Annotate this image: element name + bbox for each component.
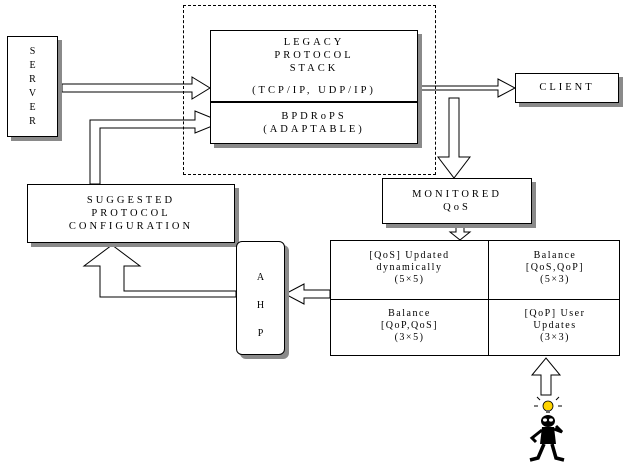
legacy-protocol-stack-box: LEGACY PROTOCOL STACK (TCP/IP, UDP/IP) bbox=[210, 30, 418, 102]
arrow-monitored-to-matrix bbox=[450, 227, 470, 240]
arrow-user-to-matrix bbox=[532, 358, 560, 395]
bpdrops-label: BPDRoPS (ADAPTABLE) bbox=[211, 110, 417, 136]
server-label: S E R V E R bbox=[8, 45, 57, 129]
suggested-configuration-label: SUGGESTED PROTOCOL CONFIGURATION bbox=[28, 194, 234, 233]
arrow-stack-to-monitored bbox=[438, 98, 470, 178]
ahp-box: A H P bbox=[236, 241, 285, 355]
monitored-qos-label: MONITORED QoS bbox=[383, 188, 531, 214]
arrow-matrix-to-ahp bbox=[285, 284, 330, 304]
suggested-configuration-box: SUGGESTED PROTOCOL CONFIGURATION bbox=[27, 184, 235, 243]
client-box: CLIENT bbox=[515, 73, 619, 103]
matrix-cell-qos-updated: [QoS] Updated dynamically (5×5) bbox=[331, 250, 488, 286]
client-label: CLIENT bbox=[516, 81, 618, 94]
qos-qop-matrix: [QoS] Updated dynamically (5×5) Balance … bbox=[330, 240, 620, 356]
matrix-cell-balance-qos-qop: Balance [QoS,QoP] (5×3) bbox=[489, 250, 621, 286]
matrix-cell-balance-qop-qos: Balance [QoP,QoS] (3×5) bbox=[331, 308, 488, 344]
matrix-divider-horizontal bbox=[331, 299, 619, 300]
ahp-label: A H P bbox=[237, 264, 284, 348]
monitored-qos-box: MONITORED QoS bbox=[382, 178, 532, 224]
legacy-stack-protocols: (TCP/IP, UDP/IP) bbox=[211, 84, 417, 97]
arrow-ahp-to-config bbox=[84, 245, 236, 297]
matrix-cell-qop-user-updates: [QoP] User Updates (3×3) bbox=[489, 308, 621, 344]
legacy-stack-title: LEGACY PROTOCOL STACK bbox=[211, 36, 417, 75]
thinking-person-icon bbox=[520, 396, 576, 466]
server-box: S E R V E R bbox=[7, 36, 58, 137]
bpdrops-box: BPDRoPS (ADAPTABLE) bbox=[210, 102, 418, 144]
